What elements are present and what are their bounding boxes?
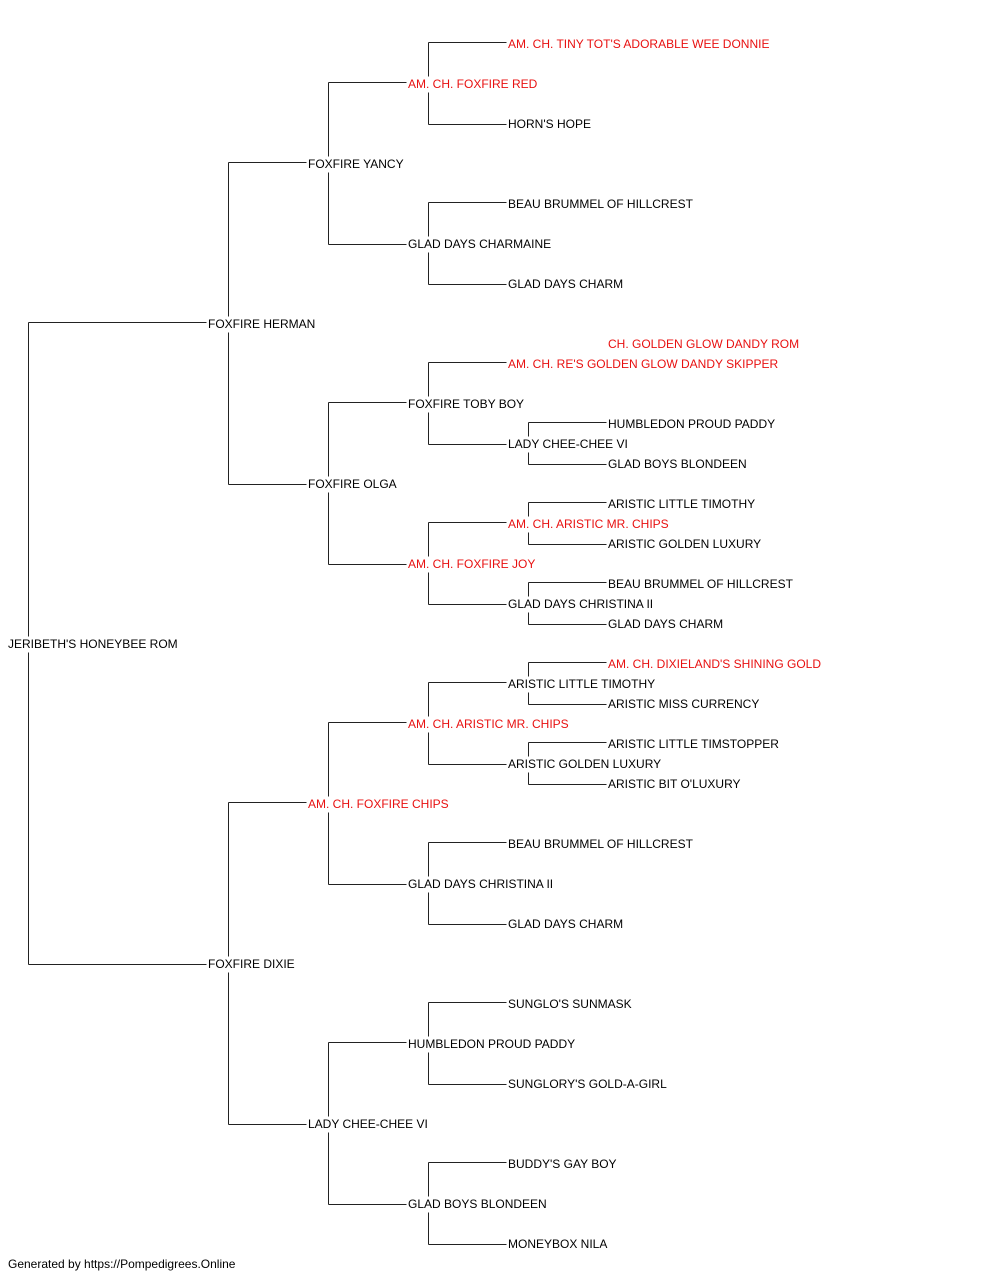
ancestor-gen4[interactable]: BUDDY'S GAY BOY — [508, 1157, 617, 1171]
ancestor-gen5[interactable]: ARISTIC GOLDEN LUXURY — [608, 537, 762, 551]
ancestor-gen3[interactable]: HUMBLEDON PROUD PADDY — [408, 1037, 576, 1051]
ancestor-gen3[interactable]: FOXFIRE TOBY BOY — [408, 397, 525, 411]
ancestor-gen3[interactable]: GLAD DAYS CHARMAINE — [408, 237, 552, 251]
ancestor-gen4[interactable]: BEAU BRUMMEL OF HILLCREST — [508, 837, 693, 851]
ancestor-gen5[interactable]: CH. GOLDEN GLOW DANDY ROM — [608, 337, 800, 351]
ancestor-gen4[interactable]: SUNGLO'S SUNMASK — [508, 997, 632, 1011]
ancestor-gen4[interactable]: GLAD DAYS CHARM — [508, 277, 624, 291]
paternal-grandsire[interactable]: FOXFIRE YANCY — [308, 157, 404, 171]
ancestor-gen4[interactable]: ARISTIC LITTLE TIMOTHY — [508, 677, 656, 691]
dam[interactable]: FOXFIRE DIXIE — [208, 957, 295, 971]
ancestor-gen4[interactable]: BEAU BRUMMEL OF HILLCREST — [508, 197, 693, 211]
ancestor-gen3[interactable]: AM. CH. ARISTIC MR. CHIPS — [408, 717, 569, 731]
ancestor-gen5[interactable]: HUMBLEDON PROUD PADDY — [608, 417, 776, 431]
ancestor-gen4[interactable]: SUNGLORY'S GOLD-A-GIRL — [508, 1077, 667, 1091]
maternal-grandsire[interactable]: AM. CH. FOXFIRE CHIPS — [308, 797, 449, 811]
ancestor-gen4[interactable]: ARISTIC GOLDEN LUXURY — [508, 757, 662, 771]
ancestor-gen5[interactable]: ARISTIC MISS CURRENCY — [608, 697, 760, 711]
ancestor-gen4[interactable]: HORN'S HOPE — [508, 117, 591, 131]
ancestor-gen3[interactable]: AM. CH. FOXFIRE JOY — [408, 557, 536, 571]
ancestor-gen4[interactable]: AM. CH. TINY TOT'S ADORABLE WEE DONNIE — [508, 37, 770, 51]
ancestor-gen4[interactable]: MONEYBOX NILA — [508, 1237, 608, 1251]
generated-by-footer: Generated by https://Pompedigrees.Online — [8, 1257, 236, 1271]
maternal-granddam[interactable]: LADY CHEE-CHEE VI — [308, 1117, 428, 1131]
paternal-granddam[interactable]: FOXFIRE OLGA — [308, 477, 397, 491]
ancestor-gen3[interactable]: AM. CH. FOXFIRE RED — [408, 77, 538, 91]
sire[interactable]: FOXFIRE HERMAN — [208, 317, 316, 331]
ancestor-gen5[interactable]: ARISTIC LITTLE TIMOTHY — [608, 497, 756, 511]
ancestor-gen4[interactable]: GLAD DAYS CHARM — [508, 917, 624, 931]
ancestor-gen4[interactable]: LADY CHEE-CHEE VI — [508, 437, 628, 451]
ancestor-gen5[interactable]: BEAU BRUMMEL OF HILLCREST — [608, 577, 793, 591]
ancestor-gen3[interactable]: GLAD BOYS BLONDEEN — [408, 1197, 547, 1211]
ancestor-gen5[interactable]: GLAD BOYS BLONDEEN — [608, 457, 747, 471]
ancestor-gen4[interactable]: AM. CH. ARISTIC MR. CHIPS — [508, 517, 669, 531]
ancestor-gen5[interactable]: ARISTIC LITTLE TIMSTOPPER — [608, 737, 779, 751]
ancestor-gen3[interactable]: GLAD DAYS CHRISTINA II — [408, 877, 554, 891]
ancestor-gen4[interactable]: GLAD DAYS CHRISTINA II — [508, 597, 654, 611]
ancestor-gen5[interactable]: ARISTIC BIT O'LUXURY — [608, 777, 741, 791]
ancestor-gen4[interactable]: AM. CH. RE'S GOLDEN GLOW DANDY SKIPPER — [508, 357, 779, 371]
ancestor-gen5[interactable]: GLAD DAYS CHARM — [608, 617, 724, 631]
subject-name[interactable]: JERIBETH'S HONEYBEE ROM — [8, 637, 178, 651]
ancestor-gen5[interactable]: AM. CH. DIXIELAND'S SHINING GOLD — [608, 657, 821, 671]
